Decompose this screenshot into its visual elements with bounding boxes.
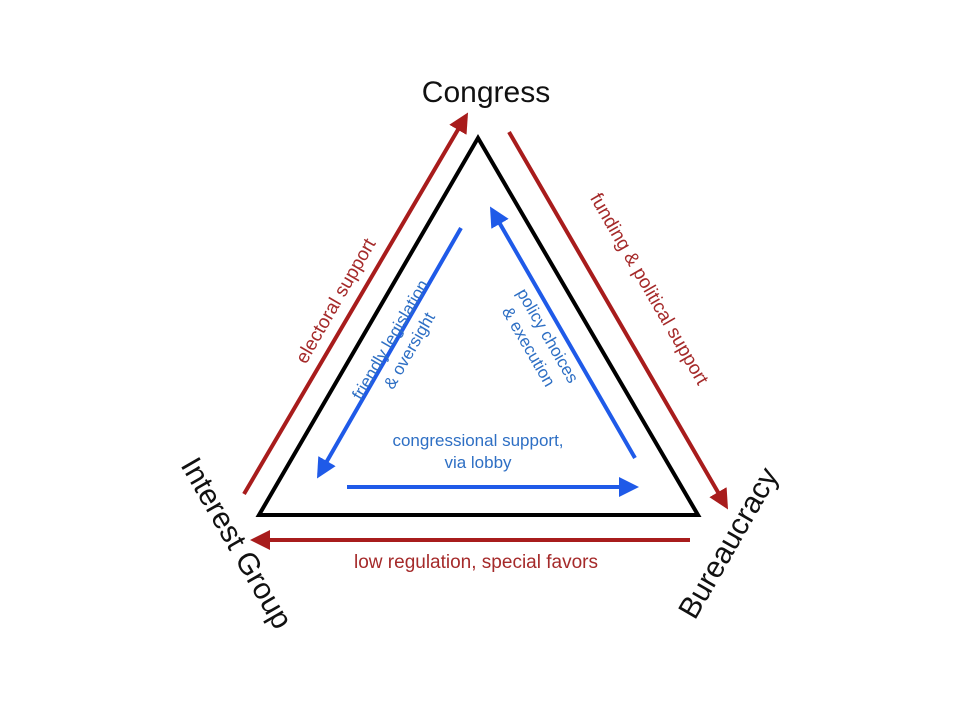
label-group-friendly-legislation: friendly legislation & oversight <box>348 276 439 403</box>
node-congress: Congress <box>422 76 550 109</box>
arrow-electoral-support <box>242 112 469 496</box>
arrow-friendly-legislation <box>317 227 463 479</box>
arrow-policy-choices <box>490 206 637 459</box>
label-electoral-support: electoral support <box>292 235 381 368</box>
main-triangle <box>255 134 702 517</box>
label-congressional-support-line1: congressional support, <box>392 431 563 450</box>
label-low-regulation: low regulation, special favors <box>354 552 598 573</box>
arrow-funding-political-support <box>507 130 729 510</box>
label-congressional-support-line2: via lobby <box>444 453 512 472</box>
node-bureaucracy: Bureaucracy <box>672 462 785 624</box>
label-funding-political-support: funding & political support <box>585 190 712 390</box>
